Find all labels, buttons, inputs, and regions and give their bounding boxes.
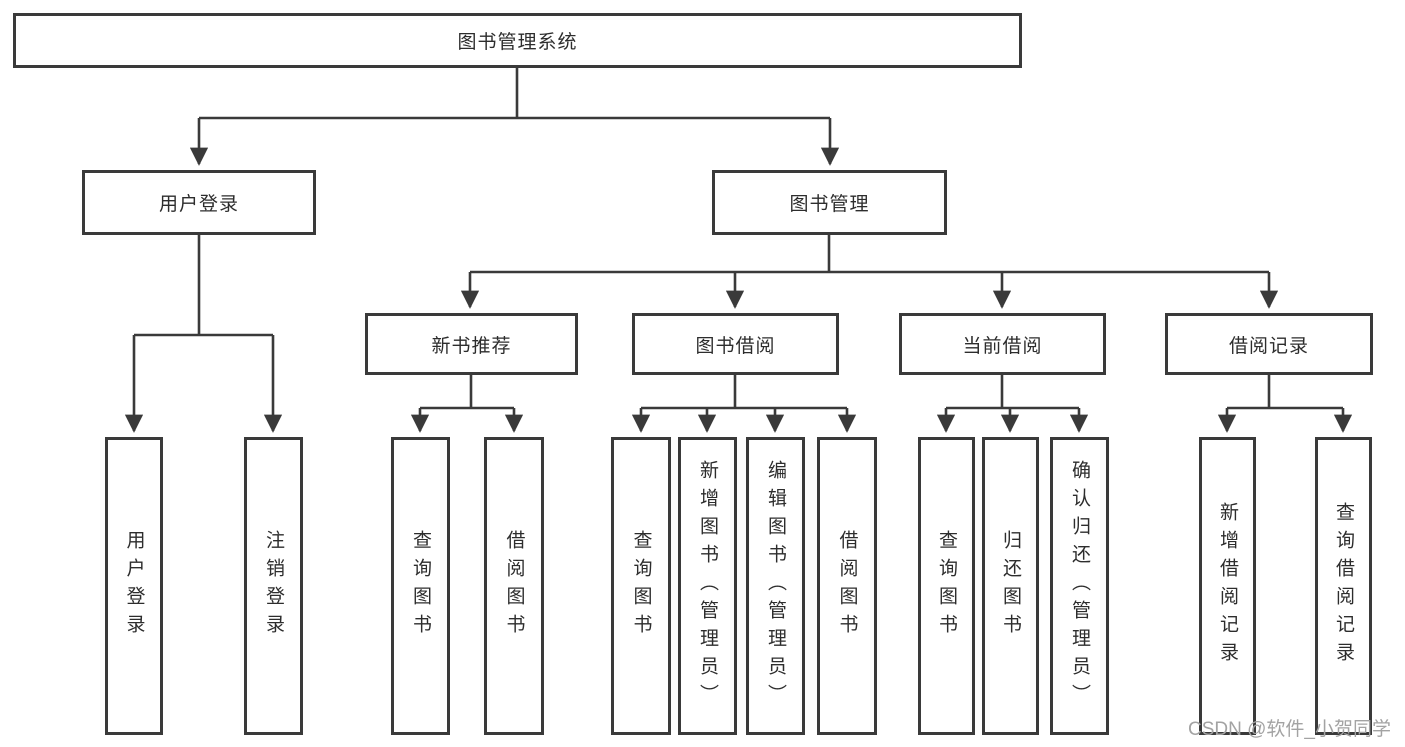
leaf-logout-label: 注销登录 — [263, 530, 284, 642]
leaf-borrow-books-label: 借阅图书 — [836, 530, 858, 642]
node-borrow-records-label: 借阅记录 — [1228, 335, 1309, 357]
node-borrow-records: 借阅记录 — [1165, 313, 1373, 375]
leaf-query-books-current: 查询图书 — [918, 437, 975, 735]
node-root-label: 图书管理系统 — [457, 32, 578, 53]
leaf-user-login: 用户登录 — [105, 437, 163, 735]
node-current-borrow: 当前借阅 — [899, 313, 1106, 375]
leaf-user-login-label: 用户登录 — [123, 530, 145, 642]
node-new-book-recommend: 新书推荐 — [365, 313, 578, 375]
leaf-confirm-return-admin-label: 确认归还（管理员） — [1069, 460, 1090, 712]
leaf-borrow-books-recommend-label: 借阅图书 — [503, 530, 525, 642]
leaf-return-books-label: 归还图书 — [1000, 530, 1021, 642]
leaf-query-books-recommend-label: 查询图书 — [410, 530, 431, 642]
node-user-login: 用户登录 — [82, 170, 316, 235]
leaf-add-borrow-record: 新增借阅记录 — [1199, 437, 1256, 735]
node-root-system: 图书管理系统 — [13, 13, 1022, 68]
leaf-return-books: 归还图书 — [982, 437, 1039, 735]
node-book-borrow: 图书借阅 — [632, 313, 839, 375]
leaf-query-books-recommend: 查询图书 — [391, 437, 450, 735]
leaf-query-books-current-label: 查询图书 — [936, 530, 957, 642]
leaf-add-borrow-record-label: 新增借阅记录 — [1217, 502, 1238, 670]
csdn-watermark: CSDN @软件_小贺同学 — [1188, 719, 1391, 740]
node-user-login-label: 用户登录 — [158, 194, 239, 215]
node-book-management: 图书管理 — [712, 170, 947, 235]
leaf-logout: 注销登录 — [244, 437, 303, 735]
node-book-borrow-label: 图书借阅 — [695, 335, 776, 357]
leaf-add-books-admin-label: 新增图书（管理员） — [697, 460, 718, 712]
leaf-add-books-admin: 新增图书（管理员） — [678, 437, 737, 735]
leaf-query-books-borrow: 查询图书 — [611, 437, 671, 735]
node-current-borrow-label: 当前借阅 — [962, 335, 1043, 357]
leaf-borrow-books: 借阅图书 — [817, 437, 877, 735]
leaf-query-books-borrow-label: 查询图书 — [630, 530, 652, 642]
leaf-borrow-books-recommend: 借阅图书 — [484, 437, 544, 735]
leaf-edit-books-admin: 编辑图书（管理员） — [746, 437, 805, 735]
leaf-edit-books-admin-label: 编辑图书（管理员） — [765, 460, 786, 712]
leaf-query-borrow-record: 查询借阅记录 — [1315, 437, 1372, 735]
node-book-management-label: 图书管理 — [789, 194, 870, 215]
connector-new-book-recommend — [410, 375, 524, 433]
connector-book-management — [460, 235, 1279, 309]
connector-current-borrow — [936, 375, 1089, 433]
connector-user-login — [124, 235, 283, 433]
connector-borrow-records — [1217, 375, 1353, 433]
connector-root — [189, 68, 840, 166]
leaf-confirm-return-admin: 确认归还（管理员） — [1050, 437, 1109, 735]
node-new-book-recommend-label: 新书推荐 — [431, 335, 512, 357]
connector-book-borrow — [631, 375, 857, 433]
leaf-query-borrow-record-label: 查询借阅记录 — [1333, 502, 1354, 670]
